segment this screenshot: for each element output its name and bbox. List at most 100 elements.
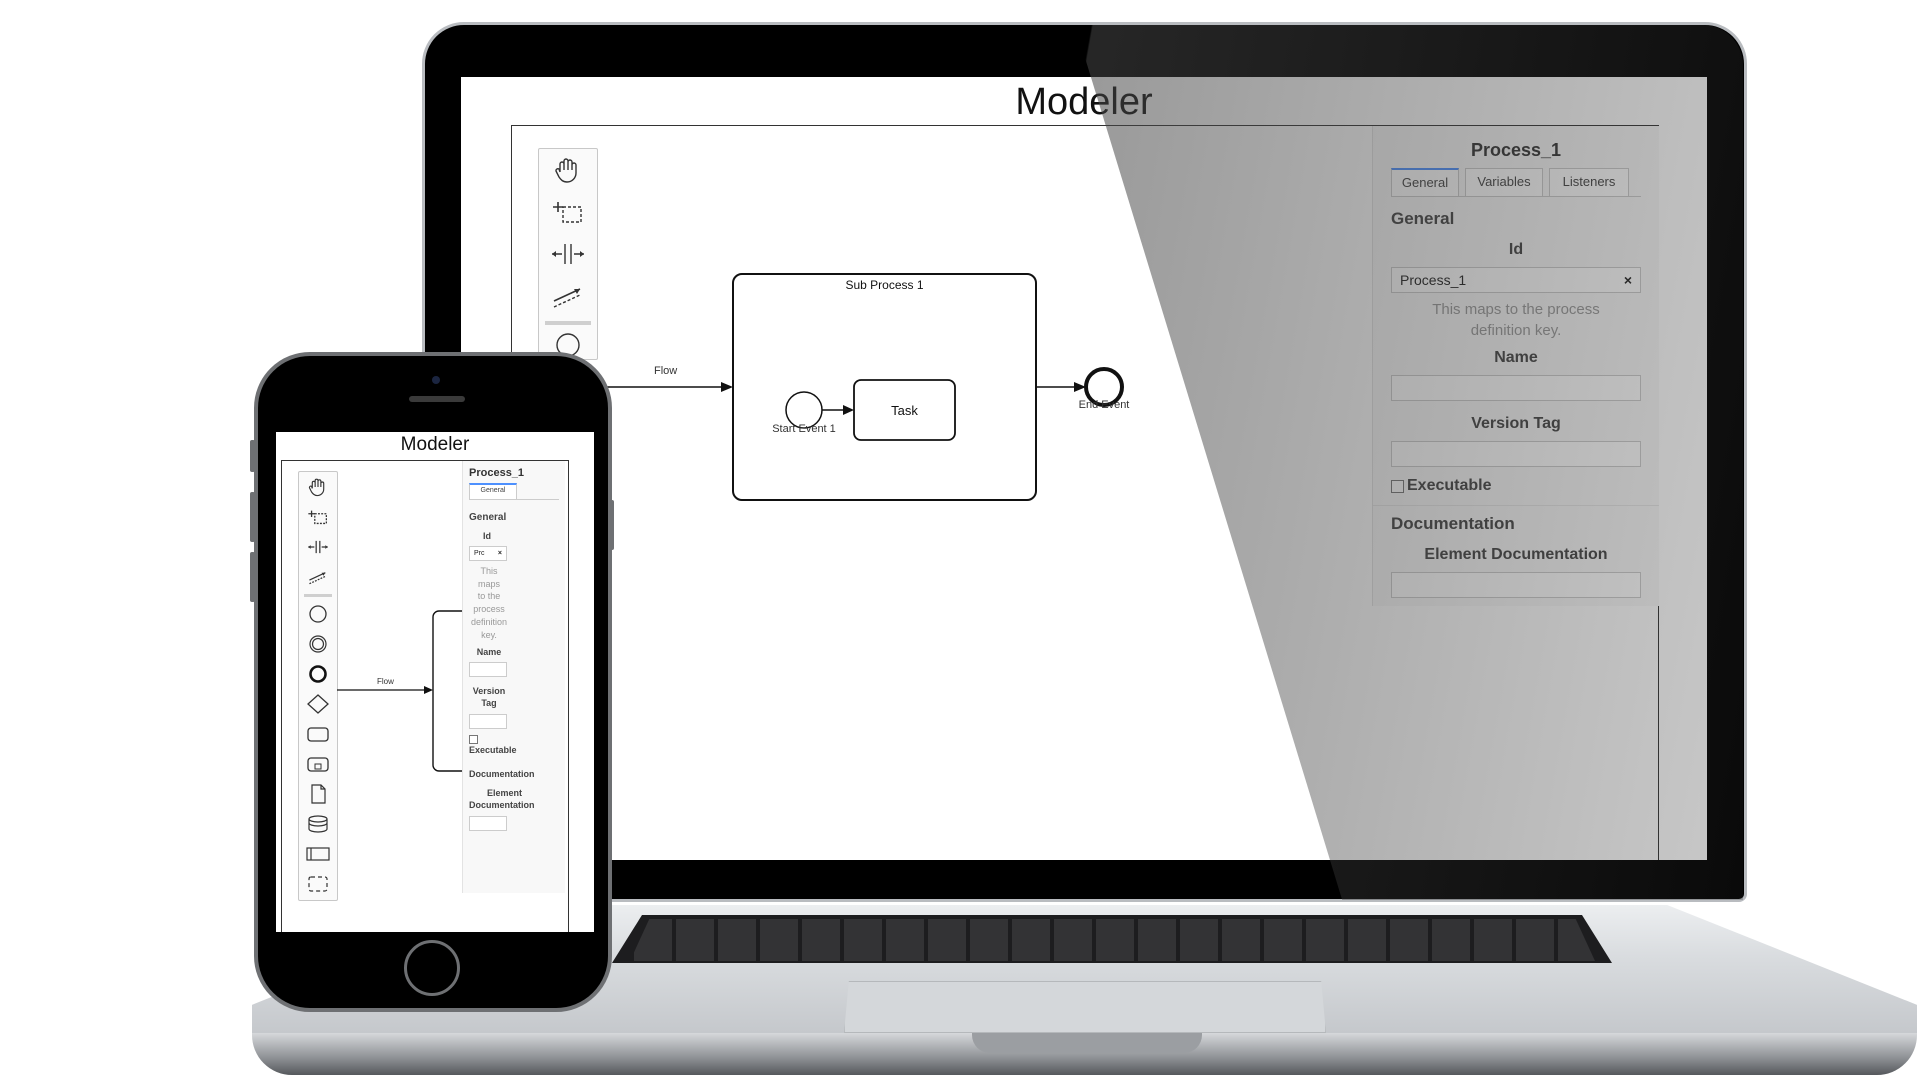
section-divider (1373, 505, 1659, 506)
id-input-value: Prc (474, 550, 485, 557)
tab-underline (469, 499, 559, 500)
task-label: Task (891, 403, 918, 418)
hand-tool-icon[interactable] (539, 149, 597, 191)
clear-icon[interactable]: × (1623, 272, 1632, 288)
lasso-tool-icon[interactable] (299, 502, 337, 532)
page-title: Modeler (1015, 81, 1153, 123)
executable-label: Executable (469, 745, 517, 756)
general-section-heading: General (1391, 209, 1455, 228)
clear-icon[interactable]: × (497, 550, 502, 557)
subprocess-icon[interactable] (299, 749, 337, 779)
properties-panel-mobile: Process_1 General General Id Prc × This … (462, 461, 565, 893)
id-input[interactable]: Prc × (469, 546, 507, 561)
phone-mute-switch (250, 440, 255, 472)
flow-label: Flow (377, 677, 394, 686)
modeler-canvas[interactable]: Sub Process 1 Start Event 1 Task End Eve… (511, 125, 1659, 860)
data-object-icon[interactable] (299, 779, 337, 809)
name-input[interactable] (469, 662, 507, 678)
version-tag-input[interactable] (469, 714, 507, 730)
end-event-icon[interactable] (299, 659, 337, 689)
home-button (404, 940, 460, 996)
tool-palette-mobile (298, 471, 338, 901)
space-tool-icon[interactable] (299, 532, 337, 562)
phone-power-button (609, 500, 614, 550)
properties-panel: Process_1 General Variables Listeners Ge… (1372, 126, 1659, 606)
global-connect-icon[interactable] (539, 275, 597, 317)
task-shape (853, 379, 956, 441)
element-documentation-input[interactable] (1391, 572, 1641, 598)
end-event-label: End Event (1078, 399, 1130, 411)
element-documentation-input[interactable] (469, 816, 507, 832)
id-hint-line: This (480, 566, 498, 576)
keyboard-keys (630, 919, 1595, 961)
palette-separator (545, 321, 591, 325)
flow-arrowhead (721, 382, 733, 392)
phone-screen: Modeler (276, 432, 594, 932)
id-input-value: Process_1 (1400, 272, 1467, 288)
global-connect-icon[interactable] (299, 562, 337, 592)
pool-icon[interactable] (299, 839, 337, 869)
intermediate-event-icon[interactable] (299, 629, 337, 659)
properties-tabs: General Variables Listeners (1391, 168, 1641, 197)
id-hint: This maps to the process definition key. (1432, 301, 1600, 339)
id-label: Id (1508, 241, 1524, 258)
laptop-screen: Modeler (461, 77, 1707, 860)
name-input[interactable] (1391, 375, 1641, 401)
space-tool-icon[interactable] (539, 233, 597, 275)
executable-row: Executable (1391, 477, 1641, 495)
version-tag-label: Version Tag (1471, 415, 1561, 432)
gateway-icon[interactable] (299, 689, 337, 719)
version-tag-input[interactable] (1391, 441, 1641, 467)
phone-volume-down (250, 552, 255, 602)
tab-variables[interactable]: Variables (1465, 168, 1543, 196)
element-documentation-label: Element Documentation (1424, 546, 1608, 563)
documentation-section-heading: Documentation (469, 769, 535, 780)
palette-separator (304, 594, 332, 597)
id-hint-line: definition (470, 616, 508, 627)
start-event-label: Start Event 1 (772, 423, 836, 435)
documentation-section-heading: Documentation (1391, 514, 1515, 533)
bpmn-diagram[interactable] (512, 126, 1372, 860)
lid-notch (972, 1033, 1202, 1053)
page-title-mobile: Modeler (400, 434, 470, 455)
id-hint-line: key. (481, 629, 497, 640)
properties-title: Process_1 (469, 467, 525, 479)
tab-listeners[interactable]: Listeners (1549, 168, 1629, 196)
id-hint-line: to the (477, 591, 501, 602)
earpiece-speaker (409, 396, 465, 402)
modeler-canvas-mobile[interactable]: Flow Process_1 General General Id Prc × … (281, 460, 569, 932)
tool-palette (538, 148, 598, 360)
id-hint-line: maps (477, 578, 500, 589)
flow-label: Flow (654, 365, 678, 377)
general-section-heading: General (469, 512, 507, 523)
hand-tool-icon[interactable] (299, 472, 337, 502)
phone-volume-up (250, 492, 255, 542)
tab-general[interactable]: General (1391, 168, 1459, 196)
element-documentation-line: Documentation (469, 800, 535, 811)
name-label: Name (476, 647, 502, 658)
name-label: Name (1494, 349, 1538, 366)
task-icon[interactable] (299, 719, 337, 749)
version-tag-line: Tag (481, 698, 497, 709)
executable-label: Executable (1407, 477, 1492, 494)
executable-checkbox[interactable] (1391, 479, 1404, 493)
id-hint-line: process (473, 604, 505, 615)
version-tag-line: Version (472, 686, 506, 697)
id-input[interactable]: Process_1 × (1391, 267, 1641, 293)
element-documentation-line: Element (487, 788, 523, 799)
group-icon[interactable] (299, 869, 337, 899)
element-documentation-label: Element Documentation (469, 787, 565, 811)
subprocess-label: Sub Process 1 (845, 278, 924, 292)
version-tag-label: Version Tag (463, 685, 515, 709)
executable-checkbox[interactable] (469, 735, 478, 745)
bpmn-diagram-mobile[interactable] (282, 461, 482, 932)
lasso-tool-icon[interactable] (539, 191, 597, 233)
front-camera (432, 376, 440, 384)
properties-title: Process_1 (1470, 140, 1562, 160)
id-hint: This maps to the process definition key. (463, 565, 515, 641)
start-event-icon[interactable] (299, 599, 337, 629)
id-label: Id (483, 531, 491, 541)
subprocess-shape (432, 610, 464, 772)
tab-general[interactable]: General (469, 483, 517, 499)
data-store-icon[interactable] (299, 809, 337, 839)
